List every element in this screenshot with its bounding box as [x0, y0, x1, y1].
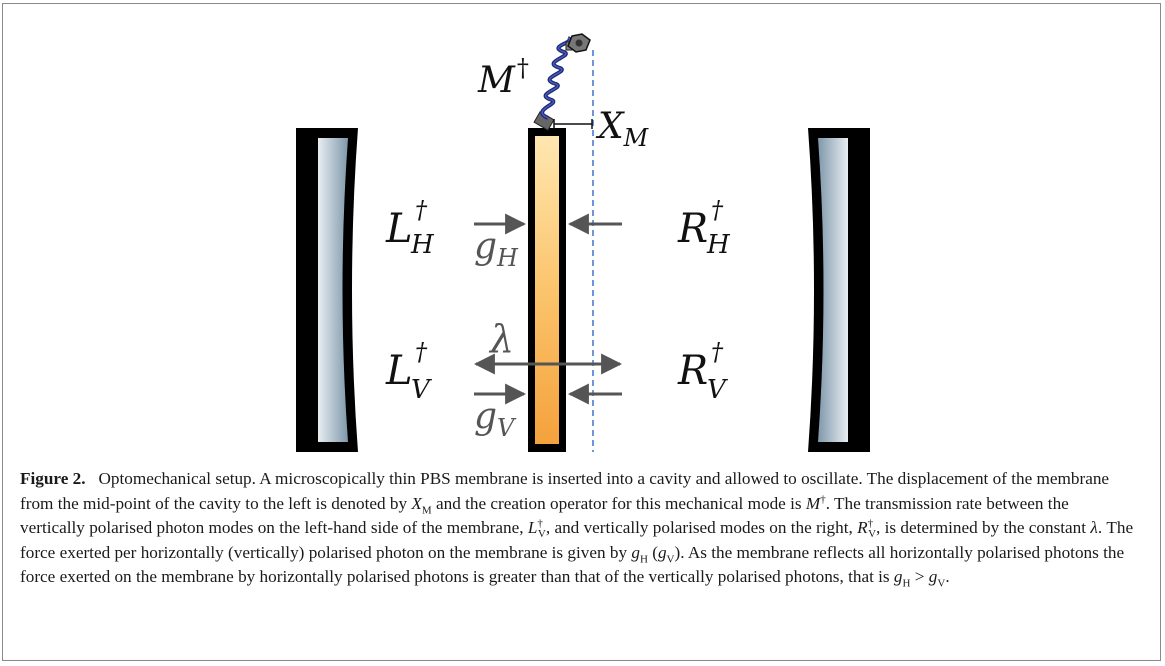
label-left-h: L: [385, 206, 413, 252]
caption-symbol: X: [411, 493, 422, 513]
label-left-h-dagger: †: [415, 196, 428, 224]
label-membrane-mode: M†: [477, 54, 529, 101]
label-right-h: R: [677, 206, 708, 252]
caption-text: >: [910, 567, 929, 586]
displacement-marker: [553, 119, 593, 129]
arrows-v-row: [473, 353, 623, 405]
caption-superscript: †: [867, 517, 874, 530]
caption-subscript: M: [421, 503, 432, 516]
label-right-v: R: [677, 348, 708, 394]
caption-subscript: V: [868, 528, 877, 541]
caption-symbol: R: [857, 518, 868, 537]
caption-superscript: †: [820, 492, 826, 505]
caption-text: , and vertically polarised modes on the …: [545, 518, 858, 537]
label-left-v-sub: V: [411, 375, 432, 405]
caption-text: (: [647, 542, 658, 562]
caption-label: Figure 2.: [20, 469, 86, 488]
left-mirror: [296, 128, 358, 452]
caption-text: .: [945, 567, 950, 586]
caption-text: , is determined by the constant: [876, 518, 1091, 537]
caption-subscript: V: [537, 528, 546, 541]
label-left-v-dagger: †: [415, 338, 428, 366]
label-transmission: λ: [488, 317, 514, 361]
caption-text: . The force exerted per horizontally (ve…: [20, 518, 1134, 562]
label-coupling-h: gH: [474, 226, 519, 272]
caption-text: ). As the membrane reflects all horizont…: [20, 542, 1125, 587]
spring-icon: [533, 33, 591, 131]
label-right-v-sub: V: [707, 375, 728, 405]
caption-symbol: g: [657, 542, 667, 562]
caption-symbol: λ: [1090, 518, 1098, 537]
caption-text: and the creation operator for this mecha…: [431, 493, 806, 513]
caption-symbol: g: [631, 542, 640, 562]
figure-frame: [2, 3, 1161, 661]
caption-subscript: V: [937, 577, 946, 590]
caption-superscript: †: [537, 517, 543, 530]
caption-subscript: H: [902, 577, 911, 590]
optomechanical-diagram: M† XM L † H gH R † H λ L † V gV R † V: [296, 33, 870, 452]
caption-symbol: g: [893, 567, 903, 586]
label-left-h-sub: H: [410, 230, 435, 260]
right-mirror: [808, 128, 870, 452]
caption-symbol: M: [805, 493, 821, 513]
caption-text: . The transmission rate between the vert…: [20, 493, 1069, 538]
membrane: [528, 128, 566, 452]
caption-text: Optomechanical setup. A microscopically …: [20, 469, 1110, 513]
label-right-h-dagger: †: [711, 196, 724, 224]
label-right-h-sub: H: [706, 230, 731, 260]
caption-subscript: H: [639, 552, 648, 565]
caption-subscript: V: [666, 552, 675, 565]
caption-symbol: L: [527, 518, 538, 537]
caption-symbol: g: [928, 567, 938, 586]
label-right-v-dagger: †: [711, 338, 724, 366]
label-displacement: XM: [595, 106, 650, 152]
label-coupling-v: gV: [474, 396, 517, 442]
label-left-v: L: [385, 348, 413, 394]
figure-caption: Figure 2. Optomechanical setup. A micros…: [20, 467, 1135, 590]
